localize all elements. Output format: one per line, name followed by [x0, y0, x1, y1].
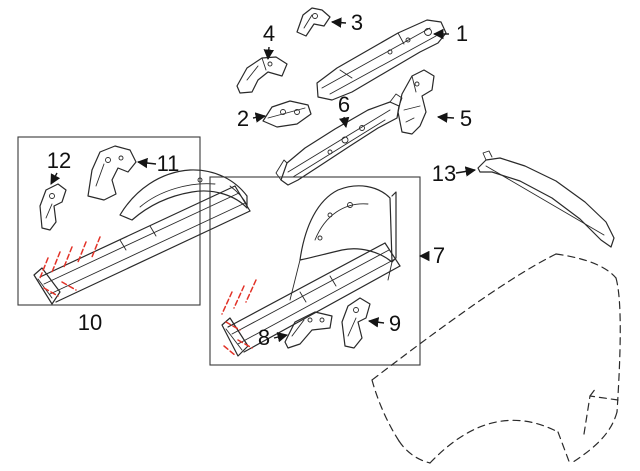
callout-3: 3 [330, 10, 363, 35]
callout-1-label: 1 [456, 21, 468, 46]
part-1-upper-rail [316, 19, 447, 101]
assembly-10-weld-marks [39, 236, 101, 297]
callout-10: 10 [78, 310, 102, 335]
callout-13: 13 [432, 161, 477, 186]
assembly-10-rail [33, 185, 251, 305]
assembly-7-weld-marks [221, 279, 257, 357]
callout-10-label: 10 [78, 310, 102, 335]
callout-3-label: 3 [351, 10, 363, 35]
callout-13-label: 13 [432, 161, 456, 186]
fender-dashed-outline [371, 253, 621, 465]
part-11-tower-bracket [87, 145, 137, 201]
callout-2: 2 [237, 106, 267, 131]
callout-12-label: 12 [47, 148, 71, 173]
callout-6: 6 [338, 92, 350, 129]
callout-4-label: 4 [263, 21, 275, 46]
part-3-small-bracket [296, 7, 331, 37]
callout-4: 4 [263, 21, 275, 61]
callout-9: 9 [367, 311, 401, 336]
assembly-10-box [17, 136, 201, 306]
callout-1: 1 [432, 21, 468, 46]
part-4-bracket [236, 56, 288, 94]
callout-8-label: 8 [258, 325, 270, 350]
callout-2-label: 2 [237, 106, 249, 131]
callout-11: 11 [136, 151, 180, 176]
part-2-plate [262, 100, 312, 128]
part-8-support [284, 311, 333, 349]
assembly-7-rail [221, 242, 401, 357]
callout-9-label: 9 [389, 311, 401, 336]
part-13-molding-strip [477, 150, 615, 248]
assembly-7-box [209, 176, 421, 366]
callout-5: 5 [436, 106, 472, 131]
callout-7: 7 [418, 243, 445, 268]
callout-11-label: 11 [157, 151, 180, 176]
part-6-apron-member [275, 93, 403, 186]
callout-7-label: 7 [433, 243, 445, 268]
callout-8: 8 [258, 325, 289, 350]
assembly-10-wheel-apron [119, 169, 248, 221]
callout-6-label: 6 [338, 92, 350, 117]
part-5-bracket [397, 69, 435, 135]
part-9-bracket [341, 297, 371, 349]
callout-12: 12 [47, 148, 71, 185]
part-12-small-bracket [39, 183, 67, 231]
callout-5-label: 5 [460, 106, 472, 131]
assembly-7-wheel-apron [289, 185, 397, 301]
